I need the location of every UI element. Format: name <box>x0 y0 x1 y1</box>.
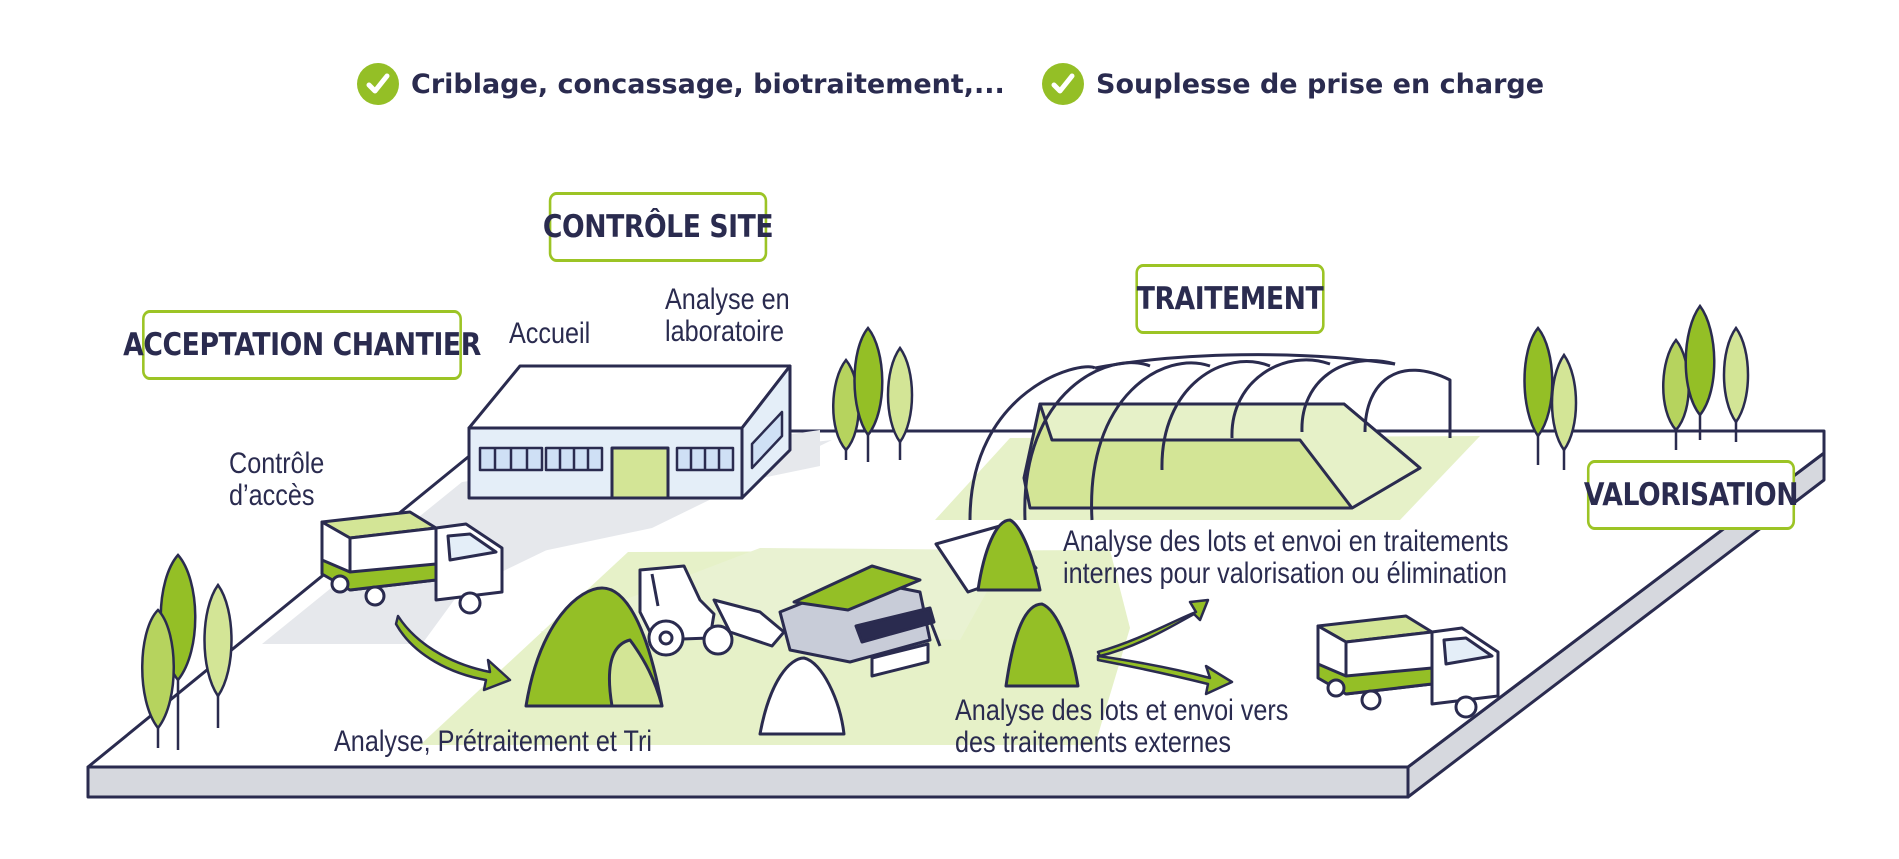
benefit-text: Criblage, concassage, biotraitement,... <box>411 68 1005 100</box>
note-analyse-labo: Analyse en laboratoire <box>665 283 790 348</box>
flow-arrow <box>394 598 1234 696</box>
stage-label-acceptation: ACCEPTATION CHANTIER <box>123 310 481 380</box>
treatment-greenhouse <box>968 353 1452 521</box>
tree-group <box>141 303 1750 750</box>
note-analyse-pretraitement: Analyse, Prétraitement et Tri <box>334 725 652 758</box>
benefit-screening: Criblage, concassage, biotraitement,... <box>357 63 1005 105</box>
stage-label-controle-site: CONTRÔLE SITE <box>543 192 774 262</box>
note-accueil: Accueil <box>509 317 591 350</box>
check-circle-icon <box>1042 63 1084 105</box>
stage-label-traitement: TRAITEMENT <box>1135 264 1325 334</box>
material-pile <box>524 518 1080 736</box>
note-analyse-lots-internes: Analyse des lots et envoi en traitements… <box>1063 525 1509 590</box>
benefit-text: Souplesse de prise en charge <box>1096 68 1545 100</box>
benefit-flexibility: Souplesse de prise en charge <box>1042 63 1544 105</box>
delivery-truck-right <box>1316 614 1500 719</box>
wheel-loader <box>638 564 786 657</box>
note-controle-acces: Contrôle d’accès <box>229 447 325 512</box>
note-analyse-lots-externes: Analyse des lots et envoi vers des trait… <box>955 694 1289 759</box>
stage-label-valorisation: VALORISATION <box>1584 460 1799 530</box>
check-circle-icon <box>357 63 399 105</box>
office-building <box>467 364 792 500</box>
delivery-truck-left <box>320 510 504 615</box>
